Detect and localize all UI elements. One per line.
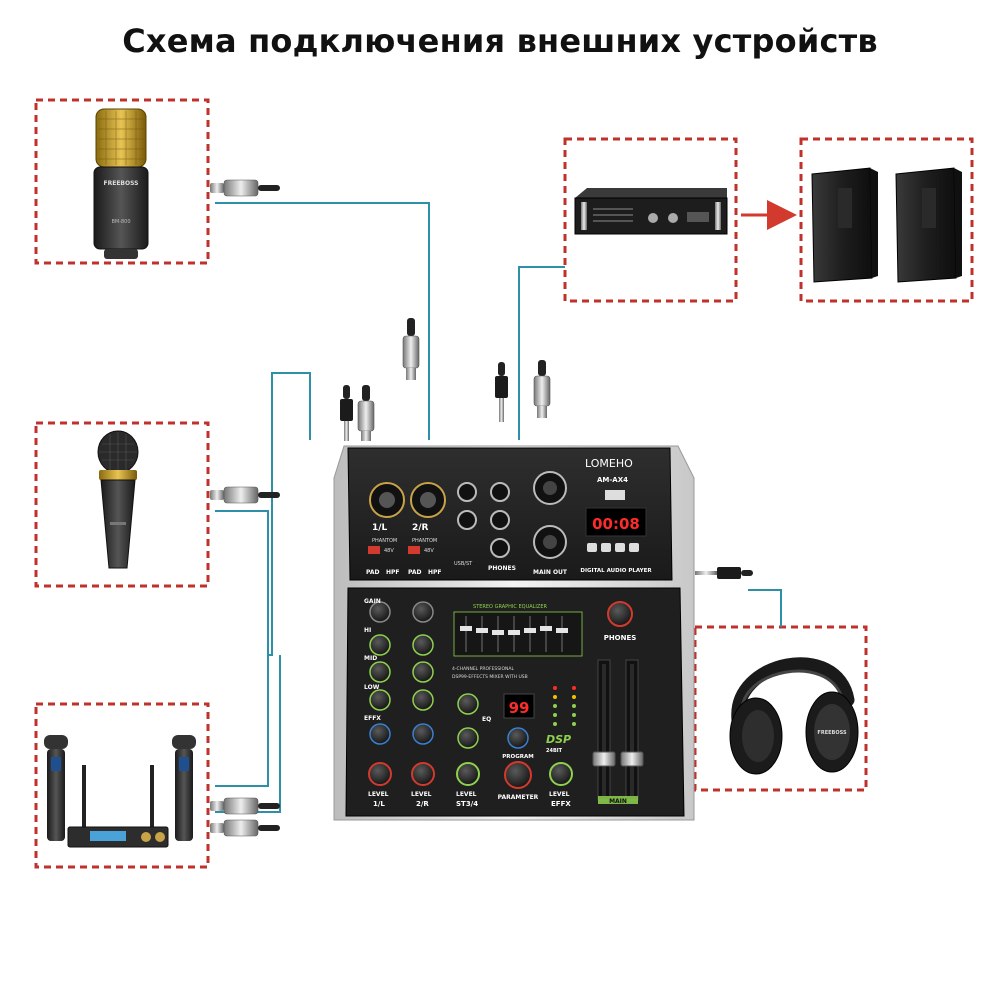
dynamic-microphone-icon (97, 430, 139, 569)
xlr-plug-icon (210, 797, 280, 815)
v48-label-1: 48V (384, 548, 394, 554)
dsp-label: DSP (546, 733, 571, 746)
phones-knob-label: PHONES (604, 634, 637, 642)
product-line-2: DSP99-EFFECTS MIXER WITH USB (452, 674, 528, 680)
power-amplifier-icon (574, 188, 728, 235)
level-label-2: LEVEL (411, 791, 432, 798)
phantom-label-1: PHANTOM (372, 538, 397, 544)
cable-headphones (748, 589, 782, 627)
effx-strip-label: EFFX (551, 800, 571, 808)
pad-label-1: PAD (366, 569, 379, 576)
page-title: Схема подключения внешних устройств (122, 22, 878, 60)
strip-label-1: 1/L (373, 800, 385, 808)
jack-plug-icon (695, 567, 753, 579)
cable-handheld-mic (215, 372, 311, 656)
program-label: PROGRAM (502, 754, 533, 760)
parameter-label: PARAMETER (498, 794, 539, 801)
hi-label: HI (364, 627, 371, 634)
speaker-left-icon (811, 167, 878, 283)
phantom-switch-1[interactable] (368, 546, 380, 554)
headphones-brand-label: FREEBOSS (817, 730, 847, 736)
main-out-xlr-left[interactable] (533, 471, 567, 505)
main-out-label: MAIN OUT (533, 569, 568, 576)
level-label-fx: LEVEL (549, 791, 570, 798)
v48-label-2: 48V (424, 548, 434, 554)
mixer-model: AM-AX4 (597, 476, 628, 484)
wireless-microphone-system-icon (44, 735, 196, 848)
hpf-label-2: HPF (428, 569, 442, 576)
stereo-effects-knobs[interactable] (456, 693, 573, 789)
mic-brand-label: FREEBOSS (104, 180, 139, 187)
phones-volume-knob[interactable] (607, 601, 633, 627)
frame-handheld-mic (34, 421, 210, 588)
usb-st-label: USB/ST (454, 561, 473, 567)
gain-label: GAIN (364, 598, 381, 605)
level-meter-leds (553, 686, 576, 726)
phantom-switch-2[interactable] (408, 546, 420, 554)
condenser-microphone-icon: FREEBOSS BM-800 (93, 108, 149, 259)
cable-wireless-1 (215, 511, 269, 787)
xlr-plug-icon (210, 819, 280, 837)
eq-title: STEREO GRAPHIC EQUALIZER (473, 604, 547, 610)
mid-label: MID (364, 655, 377, 662)
jack-plug-icon (495, 362, 508, 422)
line-input-jacks[interactable] (457, 482, 510, 558)
main-fader-label: MAIN (609, 798, 627, 805)
player-buttons[interactable] (587, 543, 639, 552)
pad-label-2: PAD (408, 569, 421, 576)
xlr-plug-icon (533, 360, 551, 418)
frame-wireless-system (34, 702, 210, 869)
xlr-plug-icon (210, 486, 280, 504)
eq-knob-label: EQ (482, 716, 491, 723)
main-out-xlr-right[interactable] (533, 525, 567, 559)
frame-speakers (799, 137, 974, 303)
phones-jack-label: PHONES (488, 565, 516, 572)
cable-amplifier (518, 266, 565, 440)
mixer-brand: LOMEHO (585, 457, 633, 470)
player-label: DIGITAL AUDIO PLAYER (580, 568, 652, 574)
cables (215, 202, 782, 813)
frame-studio-mic (34, 98, 210, 265)
player-display-text: 00:08 (592, 515, 640, 533)
low-label: LOW (364, 684, 380, 691)
channel-2-label: 2/R (412, 523, 429, 533)
speaker-right-icon (895, 167, 962, 283)
level-label-1: LEVEL (368, 791, 389, 798)
jack-plug-icon (340, 385, 353, 441)
bit-label: 24BIT (546, 748, 563, 754)
hpf-label-1: HPF (386, 569, 400, 576)
xlr-input-jack-1[interactable] (369, 482, 405, 518)
channel-strip-knobs[interactable] (368, 601, 435, 786)
graphic-eq-sliders[interactable] (453, 611, 583, 657)
product-line-1: 4-CHANNEL PROFESSIONAL (452, 666, 514, 672)
strip-label-2: 2/R (416, 800, 429, 808)
headphones-icon: FREEBOSS (729, 657, 859, 775)
audio-mixer: 1/L 2/R PHANTOM PHANTOM 48V 48V PAD HPF … (333, 445, 695, 821)
phantom-label-2: PHANTOM (412, 538, 437, 544)
xlr-plug-icon (210, 179, 280, 197)
frame-amplifier (563, 137, 738, 303)
effx-label: EFFX (364, 715, 381, 722)
player-display (585, 507, 647, 537)
mic-model-label: BM-800 (111, 219, 130, 225)
program-display-text: 99 (509, 699, 530, 717)
level-label-st: LEVEL (456, 791, 477, 798)
cable-studio-mic (215, 202, 430, 440)
st34-label: ST3/4 (456, 800, 478, 808)
speaker-pair-icon (811, 167, 962, 283)
channel-1-label: 1/L (372, 523, 388, 533)
xlr-input-jack-2[interactable] (410, 482, 446, 518)
usb-port[interactable] (605, 490, 625, 500)
cable-wireless-2 (215, 655, 281, 813)
program-display (503, 693, 535, 719)
xlr-plug-icon (402, 318, 420, 380)
xlr-plug-icon (357, 385, 375, 441)
